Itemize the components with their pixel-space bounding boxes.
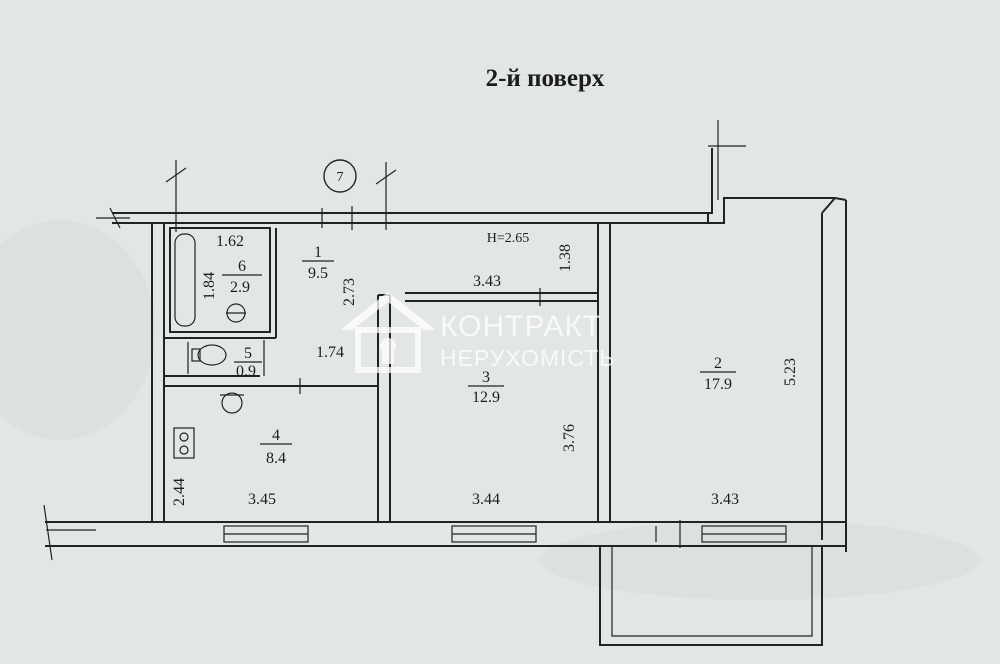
svg-text:5: 5 <box>244 345 252 362</box>
svg-text:1: 1 <box>314 244 322 261</box>
svg-text:9.5: 9.5 <box>308 265 328 282</box>
room-4-label: 4 8.4 <box>260 427 292 467</box>
outer-walls <box>45 148 847 646</box>
svg-text:12.9: 12.9 <box>472 389 500 406</box>
ceiling-height: H=2.65 <box>487 231 530 246</box>
watermark-line1: КОНТРАКТ <box>440 310 602 343</box>
dim-hall-width: 1.74 <box>316 344 344 361</box>
svg-text:3: 3 <box>482 369 490 386</box>
dim-room4-width: 3.45 <box>248 491 276 508</box>
dim-room2-width: 3.43 <box>711 491 739 508</box>
dim-bath-depth: 1.84 <box>201 272 218 300</box>
toilet-icon <box>191 344 227 366</box>
sink-icon <box>226 303 246 323</box>
dim-bath-width: 1.62 <box>216 233 244 250</box>
axis-ticks <box>43 120 746 561</box>
room-labels: 1 9.5 2 17.9 3 12.9 4 8.4 5 0.9 6 2.9 <box>222 244 736 467</box>
stove-icon <box>173 427 195 459</box>
room-5-label: 5 0.9 <box>234 345 262 380</box>
svg-text:2: 2 <box>714 355 722 372</box>
fixtures <box>173 233 246 459</box>
svg-text:4: 4 <box>272 427 280 444</box>
axis-marker-label: 7 <box>337 170 344 185</box>
watermark-line2: НЕРУХОМІСТЬ <box>440 345 615 371</box>
interior-walls <box>164 223 611 522</box>
dim-room3-width: 3.44 <box>472 491 500 508</box>
dim-room4-depth: 2.44 <box>171 478 188 506</box>
kitchen-sink-icon <box>220 392 244 414</box>
room-2-label: 2 17.9 <box>700 355 736 393</box>
background-stains <box>0 220 980 600</box>
svg-text:6: 6 <box>238 258 246 275</box>
room-1-label: 1 9.5 <box>302 244 334 282</box>
dim-hall-depth: 2.73 <box>341 278 358 306</box>
floor-title: 2-й поверх <box>486 65 605 92</box>
dimension-labels: 1.62 1.84 2.73 1.74 H=2.65 3.43 1.38 3.7… <box>171 231 799 508</box>
dim-wall-seg: 1.38 <box>557 244 574 272</box>
room-3-label: 3 12.9 <box>468 369 504 406</box>
dim-room3-depth: 3.76 <box>561 424 578 452</box>
dim-room2-depth: 5.23 <box>782 358 799 386</box>
svg-text:17.9: 17.9 <box>704 376 732 393</box>
room-6-label: 6 2.9 <box>222 258 262 296</box>
svg-text:2.9: 2.9 <box>230 279 250 296</box>
dim-room3-top: 3.43 <box>473 273 501 290</box>
axis-marker: 7 <box>323 159 357 193</box>
watermark-logo: КОНТРАКТ НЕРУХОМІСТЬ <box>340 292 615 373</box>
bathtub-icon <box>174 233 196 327</box>
svg-text:0.9: 0.9 <box>236 363 256 380</box>
svg-text:8.4: 8.4 <box>266 450 286 467</box>
